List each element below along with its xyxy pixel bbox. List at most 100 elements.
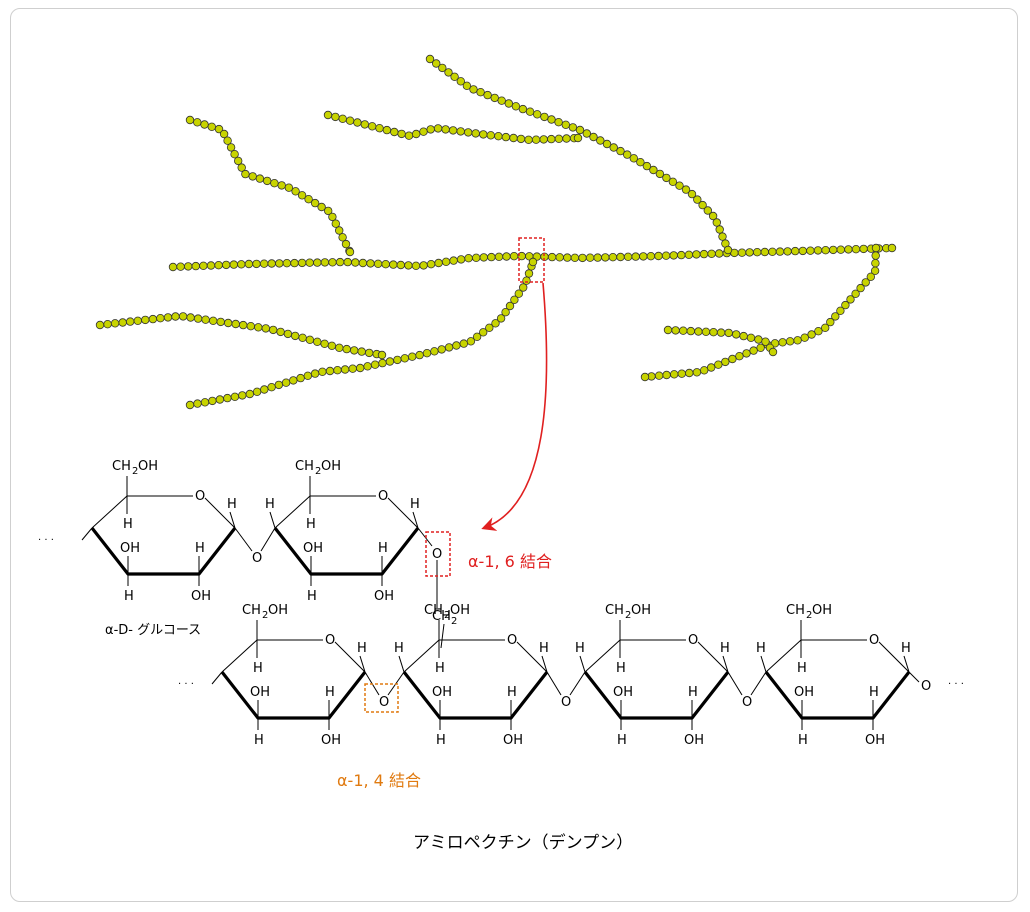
glucose-bead <box>303 371 312 380</box>
glucose-bead <box>433 124 443 133</box>
atom-label: OH <box>303 541 323 556</box>
bond <box>579 655 586 673</box>
glucose-bead <box>277 181 286 190</box>
glucose-bead <box>718 232 727 241</box>
bond <box>412 511 419 529</box>
glucose-bead <box>193 399 202 408</box>
glucose-bead <box>709 328 718 337</box>
atom-label: CH <box>605 603 624 618</box>
glucose-bead <box>524 135 533 144</box>
ring-oxygen: O <box>195 489 205 504</box>
glucose-bead <box>193 314 203 323</box>
atom-label: H <box>756 641 766 656</box>
atom-label: H <box>539 641 549 656</box>
glucose-bead <box>444 68 453 77</box>
ring-front-bond <box>220 671 367 720</box>
glucose-bead <box>655 169 665 179</box>
glucose-bead <box>310 369 320 378</box>
glucose-bead <box>415 350 424 360</box>
atom-label: H <box>688 685 698 700</box>
glucose-bead <box>233 156 243 166</box>
atom-label: 2 <box>806 610 812 621</box>
glucose-bead <box>191 261 200 271</box>
glucose-bead <box>694 327 703 336</box>
glucose-bead <box>487 252 496 262</box>
glucose-bead <box>223 393 232 403</box>
glucose-bead <box>469 85 478 94</box>
atom-label: H <box>123 517 133 532</box>
atom-label: OH <box>432 685 452 700</box>
glucose-bead <box>252 387 262 396</box>
glucose-bead <box>669 251 678 260</box>
glucose-bead <box>252 259 261 269</box>
glucose-bead <box>373 259 383 268</box>
glucose-bead <box>684 250 694 259</box>
glucose-bead <box>219 129 229 139</box>
glucose-bead <box>554 117 563 127</box>
glucose-bead <box>814 327 823 336</box>
glucose-bead <box>296 373 305 383</box>
atom-label: OH <box>138 459 158 474</box>
glucose-bead <box>716 328 726 337</box>
glucose-bead <box>642 161 652 171</box>
bond <box>546 671 562 696</box>
glucose-bead <box>103 320 112 329</box>
glucose-bead <box>214 261 223 270</box>
svg-text:CH: CH <box>432 609 451 624</box>
atom-label: H <box>307 589 317 604</box>
ring-oxygen: O <box>325 633 335 648</box>
glucose-bead <box>570 253 580 262</box>
glucose-bead <box>206 261 216 270</box>
glucose-bead <box>456 255 466 264</box>
glucose-bead <box>668 177 678 186</box>
glucose-bead <box>185 400 195 410</box>
glucose-bead <box>464 128 473 137</box>
glucose-bead <box>609 143 618 152</box>
glucose-bead <box>685 368 694 378</box>
glucose-bead <box>760 247 769 257</box>
glucose-bead <box>397 129 406 139</box>
glucose-bead <box>377 350 387 360</box>
glucose-bead <box>511 102 521 111</box>
glucose-bead <box>400 354 409 363</box>
glucose-bead <box>201 315 210 324</box>
glucose-bead <box>324 206 333 216</box>
atom-label: CH <box>424 603 443 618</box>
glucose-bead <box>679 326 688 335</box>
glucose-bead <box>601 253 610 262</box>
glucose-bead <box>859 244 868 254</box>
glucose-bead <box>739 331 748 341</box>
glucose-bead <box>437 345 446 354</box>
atom-label: H <box>436 733 446 748</box>
atom-label: H <box>253 661 263 676</box>
glucose-bead <box>524 269 534 278</box>
atom-label: H <box>124 589 134 604</box>
glucose-bead <box>699 249 709 259</box>
glucose-bead <box>490 93 499 103</box>
glucose-bead <box>636 157 645 167</box>
glucose-bead <box>186 313 195 322</box>
glucose-bead <box>450 72 459 81</box>
glucose-bead <box>723 245 733 255</box>
glucose-bead <box>518 104 528 114</box>
glucose-bead <box>687 189 697 199</box>
glucose-bead <box>305 258 314 267</box>
glucose-bead <box>282 259 292 268</box>
glucose-bead <box>715 249 724 258</box>
glucose-bead <box>728 354 737 364</box>
glucose-bead <box>341 239 351 249</box>
glucose-bead <box>608 253 618 262</box>
glucose-bead <box>742 349 751 358</box>
bond <box>359 655 366 673</box>
glucose-bead <box>505 301 515 311</box>
ring-oxygen: O <box>378 489 388 504</box>
glucose-bead <box>671 326 680 335</box>
glucose-bead <box>754 335 763 344</box>
ring-front-bond <box>402 671 549 720</box>
glucose-bead <box>479 253 488 262</box>
terminal-oxygen: O <box>921 679 931 694</box>
glucose-bead <box>343 257 352 267</box>
glucose-bead <box>426 125 435 134</box>
